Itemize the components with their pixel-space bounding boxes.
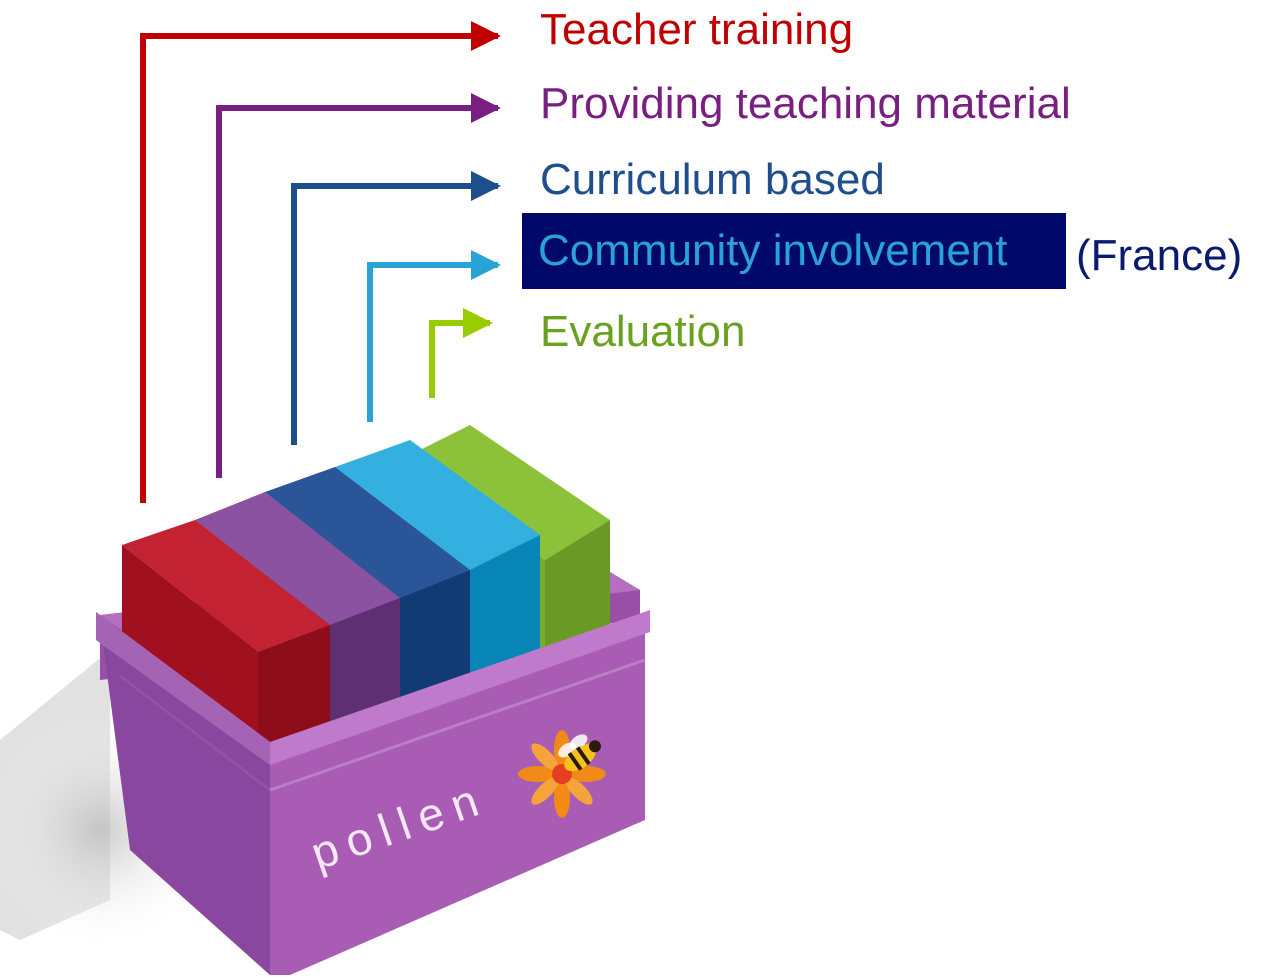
bee-icon — [558, 734, 601, 772]
label-france-note: (France) — [1076, 231, 1243, 280]
label-teacher-training: Teacher training — [540, 5, 854, 54]
label-community-involvement: Community involvement — [522, 213, 1066, 289]
connector-arrows — [140, 21, 501, 503]
label-curriculum-based: Curriculum based — [540, 155, 885, 204]
arrow-evaluation — [429, 308, 493, 398]
arrow-teacher-training — [140, 21, 501, 503]
label-providing-teaching-material: Providing teaching material — [540, 79, 1071, 128]
arrow-community-involvement — [367, 250, 501, 422]
label-evaluation: Evaluation — [540, 307, 746, 356]
arrow-curriculum-based — [291, 171, 501, 445]
arrow-providing-material — [216, 93, 501, 478]
box-front — [96, 610, 650, 975]
